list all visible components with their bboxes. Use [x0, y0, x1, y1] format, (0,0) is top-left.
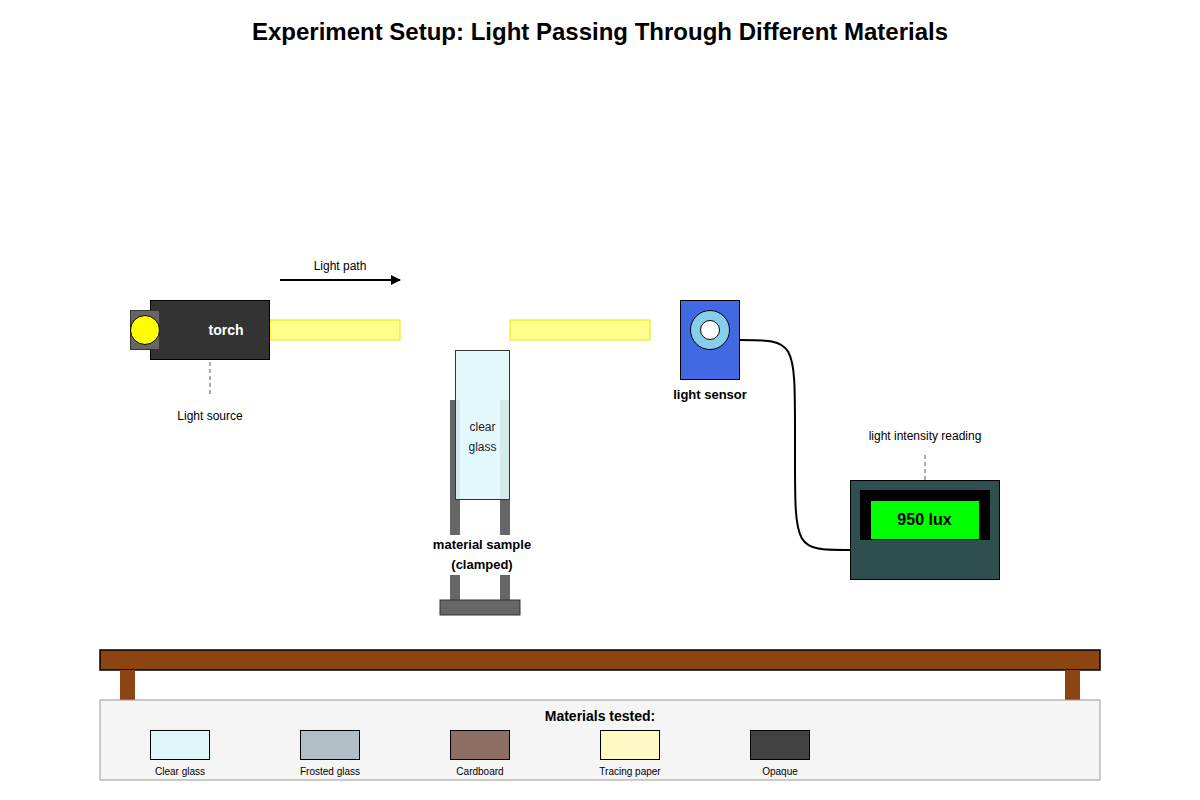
- legend-text: Tracing paper: [599, 766, 660, 777]
- legend-swatch: [750, 730, 810, 760]
- node-text: clear glass: [459, 417, 507, 457]
- legend-swatch: [600, 730, 660, 760]
- leader-line: [210, 362, 211, 396]
- legend-panel: [100, 700, 1100, 780]
- meter-reading: 950 lux: [897, 511, 951, 529]
- sensor-label: light sensor: [673, 387, 747, 402]
- legend-swatch: [450, 730, 510, 760]
- material-sample-box: clear glass: [455, 350, 510, 500]
- light-path-arrow: [280, 279, 400, 281]
- legend-text: Opaque: [762, 766, 798, 777]
- meter-box: 950 lux: [850, 480, 1000, 580]
- table-leg: [1065, 670, 1080, 700]
- light-beam: [510, 320, 650, 340]
- legend-text: Clear glass: [155, 766, 205, 777]
- sample-label: material sample (clamped): [416, 535, 548, 575]
- torch-bulb: [130, 315, 160, 345]
- sensor-lens: [690, 310, 730, 350]
- clamp-base: [440, 600, 520, 615]
- torch-lens: [130, 310, 160, 350]
- display-frame: 950 lux: [860, 490, 990, 540]
- callout-label: light intensity reading: [869, 429, 982, 443]
- legend-text: Frosted glass: [300, 766, 360, 777]
- display-screen: 950 lux: [870, 500, 980, 540]
- light-beam: [270, 320, 400, 340]
- table-top: [100, 650, 1100, 670]
- sensor-lens-centre: [700, 320, 720, 340]
- legend-swatch: [300, 730, 360, 760]
- callout-label: Light source: [177, 409, 242, 423]
- diagram-title: Experiment Setup: Light Passing Through …: [252, 18, 948, 46]
- torch-box: torch: [150, 300, 270, 360]
- light-sensor-box: light sensor: [680, 300, 740, 380]
- legend-text: Cardboard: [456, 766, 503, 777]
- node-text: torch: [209, 322, 244, 338]
- beam-label: Light path: [314, 259, 367, 273]
- legend-heading: Materials tested:: [545, 708, 655, 724]
- table-leg: [120, 670, 135, 700]
- sensor-cable: [740, 340, 850, 550]
- legend-swatch: [150, 730, 210, 760]
